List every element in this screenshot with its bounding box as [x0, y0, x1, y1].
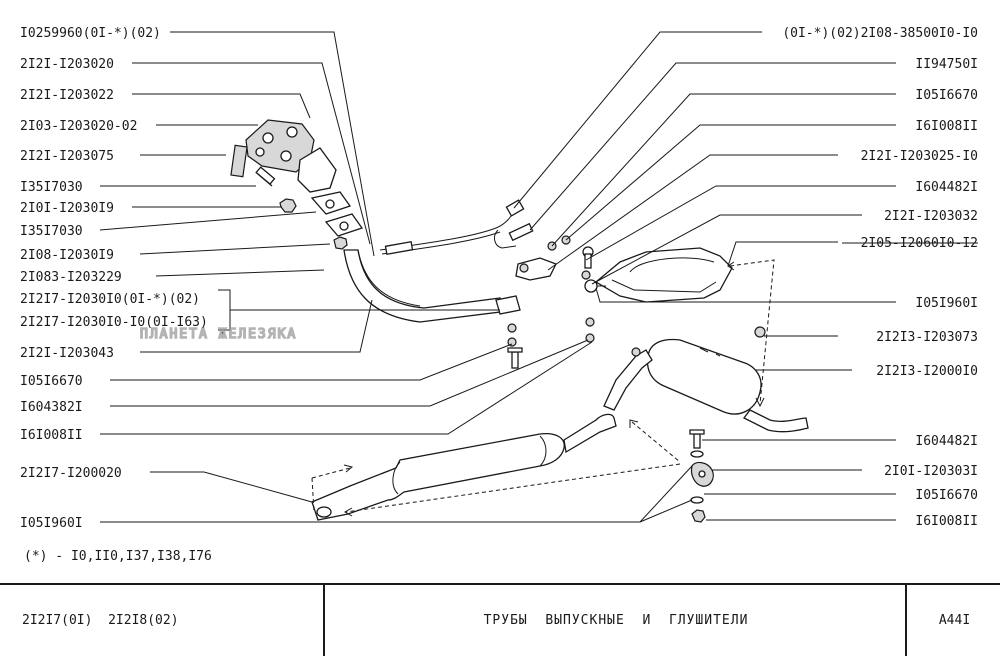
part-label: 2I2I-I203075	[20, 149, 114, 164]
part-label: I35I7030	[20, 224, 83, 239]
rear-muffler	[646, 338, 762, 415]
left-part-labels: I0259960(0I-*)(02) 2I2I-I203020 2I2I-I20…	[20, 26, 208, 531]
assembly-guides	[311, 259, 775, 517]
leader-lines	[99, 31, 896, 523]
sheet-code: A44I	[909, 585, 1000, 656]
intermediate-pipe	[603, 349, 653, 411]
model-codes-text: 2I2I7(0I) 2I2I8(02)	[22, 613, 179, 628]
part-label: I05I960I	[915, 296, 978, 311]
part-label: 2I2I-I203025-I0	[861, 149, 978, 164]
oxygen-sensor	[384, 241, 414, 255]
watermark: ПЛАНЕТА ЖЕЛЕЗЯКА	[140, 327, 297, 342]
part-label: I05I6670	[20, 374, 83, 389]
part-label: I05I960I	[20, 516, 83, 531]
drawing-title-text: ТРУБЫ ВЫПУСКНЫЕ И ГЛУШИТЕЛИ	[483, 613, 749, 628]
drawing-title: ТРУБЫ ВЫПУСКНЫЕ И ГЛУШИТЕЛИ	[327, 585, 907, 656]
part-label: 2I2I-I203020	[20, 57, 114, 72]
part-label: I6I008II	[915, 119, 978, 134]
resonator-inlet-pipe	[563, 413, 617, 454]
part-label: 2I2I3-I2000I0	[876, 364, 978, 379]
part-label: 2I2I3-I203073	[876, 330, 978, 345]
part-label: 2I2I7-I200020	[20, 466, 122, 481]
pipe-clamp	[495, 295, 521, 315]
part-label: I05I6670	[915, 88, 978, 103]
sheet-code-text: A44I	[938, 613, 971, 628]
part-label: 2I083-I203229	[20, 270, 122, 285]
part-label: 2I2I7-I2030I0-I0(0I-I63)	[20, 315, 208, 330]
part-label: I6I008II	[20, 428, 83, 443]
part-label: 2I2I-I203032	[884, 209, 978, 224]
part-label: I0259960(0I-*)(02)	[20, 26, 161, 41]
part-label: I604482I	[915, 434, 978, 449]
part-label: 2I08-I2030I9	[20, 248, 114, 263]
right-part-labels: (0I-*)(02)2I08-38500I0-I0 II94750I I05I6…	[782, 26, 978, 529]
pipe-bracket	[515, 257, 557, 281]
part-label: 2I2I-I203022	[20, 88, 114, 103]
hanger-bolt	[693, 433, 701, 449]
part-label: (0I-*)(02)2I08-38500I0-I0	[782, 26, 978, 41]
parts-drawing	[230, 119, 809, 523]
front-resonator	[311, 432, 565, 521]
part-label: 2I0I-I2030I9	[20, 201, 114, 216]
catalytic-converter	[594, 247, 733, 303]
part-label: 2I0I-I20303I	[884, 464, 978, 479]
part-label: I604382I	[20, 400, 83, 415]
front-pipe-flange	[297, 147, 337, 193]
title-block: 2I2I7(0I) 2I2I8(02) ТРУБЫ ВЫПУСКНЫЕ И ГЛ…	[0, 583, 1000, 656]
footnote: (*) - I0,II0,I37,I38,I76	[24, 549, 212, 564]
nut	[279, 198, 297, 213]
part-label: I604482I	[915, 180, 978, 195]
part-label: I6I008II	[915, 514, 978, 529]
tailpipe	[743, 409, 809, 433]
front-downpipe	[343, 249, 501, 323]
part-label: I35I7030	[20, 180, 83, 195]
part-label: 2I2I7-I2030I0(0I-*)(02)	[20, 292, 200, 307]
model-codes: 2I2I7(0I) 2I2I8(02)	[0, 585, 325, 656]
bracket	[230, 144, 248, 178]
part-label: I05I6670	[915, 488, 978, 503]
part-label: II94750I	[915, 57, 978, 72]
part-label: 2I03-I203020-02	[20, 119, 137, 134]
part-label: 2I2I-I203043	[20, 346, 114, 361]
